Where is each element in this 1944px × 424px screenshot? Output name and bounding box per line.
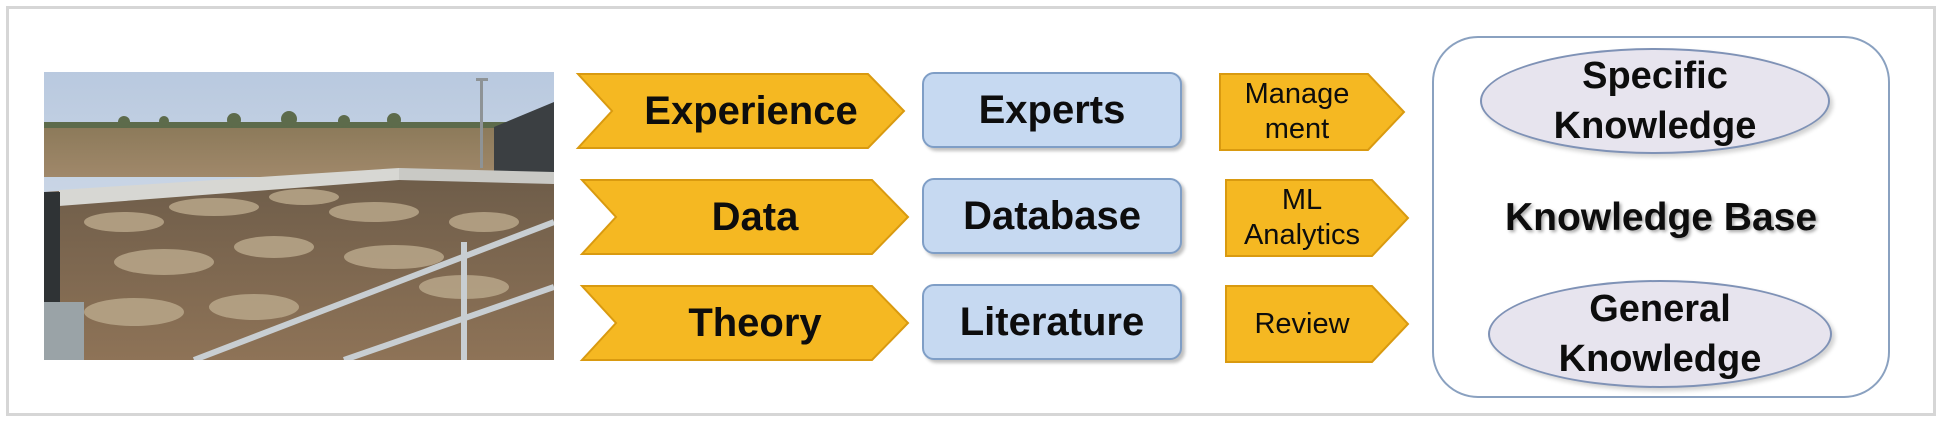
- process-label: ML Analytics: [1224, 178, 1410, 258]
- process-label: Review: [1224, 284, 1410, 364]
- treatment-tank-photo: [44, 72, 554, 360]
- knowledge-base-title: Knowledge Base: [1504, 196, 1818, 239]
- specific-line2: Knowledge: [1553, 105, 1757, 147]
- arrow-shape: [1219, 73, 1406, 151]
- general-knowledge-ellipse: General Knowledge: [1488, 280, 1832, 388]
- repository-box-experts: Experts: [922, 72, 1182, 148]
- general-line1: General: [1589, 288, 1731, 330]
- specific-line1: Specific: [1582, 55, 1728, 97]
- process-arrow-management: Manage ment: [1218, 72, 1406, 152]
- arrow-shape: [1225, 179, 1410, 257]
- process-arrow-ml-analytics: ML Analytics: [1224, 178, 1410, 258]
- source-label: Theory: [688, 300, 822, 345]
- specific-knowledge-ellipse: Specific Knowledge: [1480, 48, 1830, 154]
- process-arrow-review: Review: [1224, 284, 1410, 364]
- chevron-shape: [575, 73, 906, 149]
- process-label-line2: Analytics: [1243, 219, 1361, 251]
- process-label-line1: Review: [1254, 307, 1350, 340]
- repository-box-database: Database: [922, 178, 1182, 254]
- source-arrow-experience: Experience: [575, 72, 906, 150]
- repository-box-literature: Literature: [922, 284, 1182, 360]
- source-arrow-data: Data: [579, 178, 910, 256]
- process-label-line1: ML: [1281, 184, 1323, 216]
- process-label-line1: Manage: [1244, 78, 1350, 110]
- source-label: Data: [711, 194, 799, 239]
- source-label: Experience: [644, 88, 858, 133]
- arrow-shape: [1225, 285, 1410, 363]
- chevron-shape: [579, 179, 910, 255]
- source-arrow-theory: Theory: [579, 284, 910, 362]
- chevron-shape: [579, 285, 910, 361]
- general-line2: Knowledge: [1558, 338, 1762, 380]
- process-label: Manage ment: [1218, 72, 1406, 152]
- process-label-line2: ment: [1264, 113, 1330, 145]
